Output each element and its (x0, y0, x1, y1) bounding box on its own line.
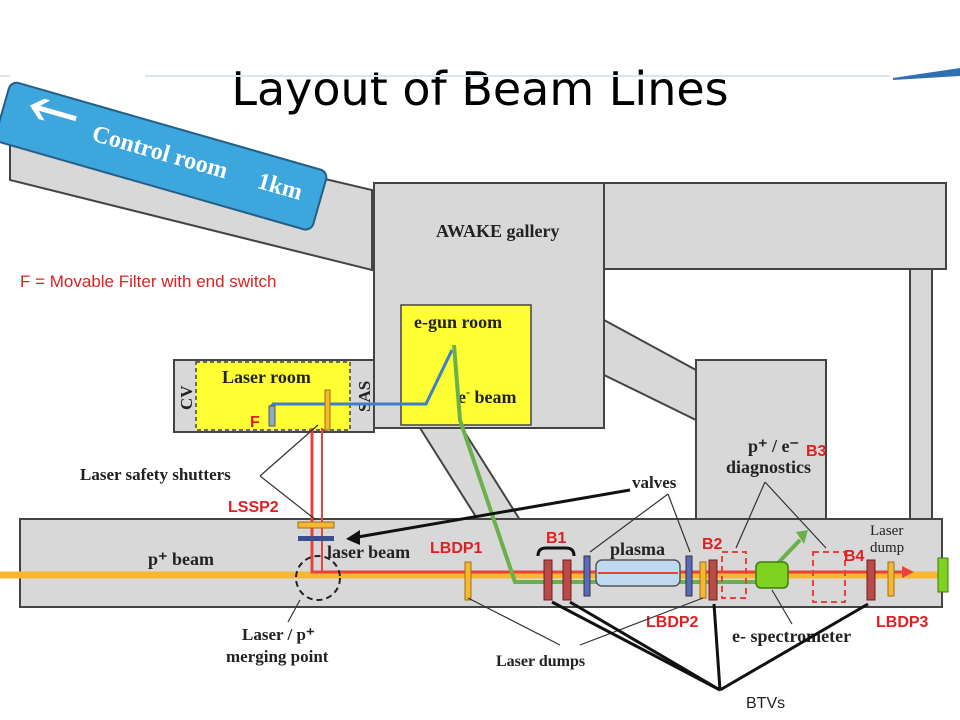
valves-leader (589, 493, 691, 553)
laser-room-label: Laser room (222, 367, 311, 387)
laser-beam-arrowhead (902, 566, 914, 578)
movable-filter (268, 405, 276, 427)
b3-label: B3 (806, 443, 827, 460)
merging-label-line1: Laser / p⁺ (242, 625, 315, 644)
btv-pointer-lbdp3 (719, 602, 869, 692)
merging-label-line2: merging point (226, 647, 329, 666)
b1-btv-a (543, 559, 553, 601)
laser-dumps-leader (467, 597, 704, 646)
main-tunnel (19, 518, 943, 608)
diag-connector-right (603, 318, 697, 422)
btv-pointers (551, 600, 869, 692)
laser-dump-marker (887, 561, 895, 597)
b4-dashed-box (812, 551, 846, 603)
diagnostics-label-line1: p⁺ / e⁻ (748, 436, 799, 456)
gallery-annex (603, 182, 947, 270)
b4-label: B4 (844, 548, 865, 565)
header-accent (893, 68, 960, 80)
lbdp3-label: LBDP3 (876, 614, 929, 631)
diagnostics-leader (735, 481, 827, 549)
filter-f-label: F (250, 414, 260, 431)
cv-label: CV (177, 385, 196, 410)
right-corridor (909, 268, 933, 522)
b2-btv (708, 559, 718, 601)
sas-label: SAS (355, 381, 374, 412)
b3-dashed-box (721, 551, 747, 599)
laser-room-mirror (324, 389, 331, 431)
valve-downstream (685, 555, 693, 597)
b1-bracket (536, 546, 576, 557)
lbdp2-label: LBDP2 (646, 614, 699, 631)
leader-lines (259, 424, 827, 646)
e-spectrometer-label: e- spectrometer (732, 626, 851, 646)
merging-point-marker (295, 555, 341, 601)
lbdp1-pointer-arrowhead (346, 530, 360, 545)
spectrometer-magnet (755, 561, 789, 589)
uv-laser-line (272, 349, 454, 406)
lbdp2-marker (699, 561, 707, 599)
b1-btv-b (562, 559, 572, 601)
laser-dump-label-line2: dump (870, 540, 904, 556)
lbdp1-label: LBDP1 (430, 540, 483, 557)
diagnostics-label-line2: diagnostics (726, 457, 811, 477)
laser-dumps-label: Laser dumps (496, 653, 585, 670)
laser-beam-vertical (310, 428, 320, 574)
shutter-yellow (297, 521, 335, 529)
btv-pointer-b2 (712, 603, 722, 691)
btv-pointer-b1b (569, 600, 721, 692)
valve-upstream (583, 555, 591, 597)
lssp2-label: LSSP2 (228, 499, 279, 516)
laser-dump-label-line1: Laser (870, 523, 903, 539)
btv-pointer-b1a (551, 600, 721, 692)
shutters-leader (259, 424, 319, 521)
gallery-label: AWAKE gallery (436, 221, 560, 241)
lbdp1-marker (464, 561, 472, 601)
merging-leader (287, 599, 301, 623)
btvs-label: BTVs (746, 695, 785, 712)
laser-safety-shutters-label: Laser safety shutters (80, 465, 231, 484)
diag-connector-left (418, 427, 522, 521)
lbdp1-pointer (351, 488, 631, 540)
lbdp3-btv (866, 559, 876, 601)
spectrometer-leader (771, 589, 793, 625)
valves-label: valves (632, 473, 677, 492)
shutter-blue (298, 536, 334, 541)
p-beam-label: p⁺ beam (148, 549, 214, 569)
diagnostics-room (695, 359, 827, 521)
b1-label: B1 (546, 530, 567, 547)
e-beam-label: e- beam (458, 385, 517, 407)
egun-room-label: e-gun room (414, 312, 502, 332)
b2-label: B2 (702, 536, 723, 553)
filter-legend: F = Movable Filter with end switch (20, 272, 277, 291)
laser-beam-label: laser beam (327, 542, 410, 562)
plasma-label: plasma (610, 539, 665, 559)
slide-title: Layout of Beam Lines (231, 62, 729, 116)
beam-dump-block (937, 557, 949, 593)
left-arrow-icon (29, 98, 77, 122)
electron-beam-arrowhead (796, 530, 808, 544)
